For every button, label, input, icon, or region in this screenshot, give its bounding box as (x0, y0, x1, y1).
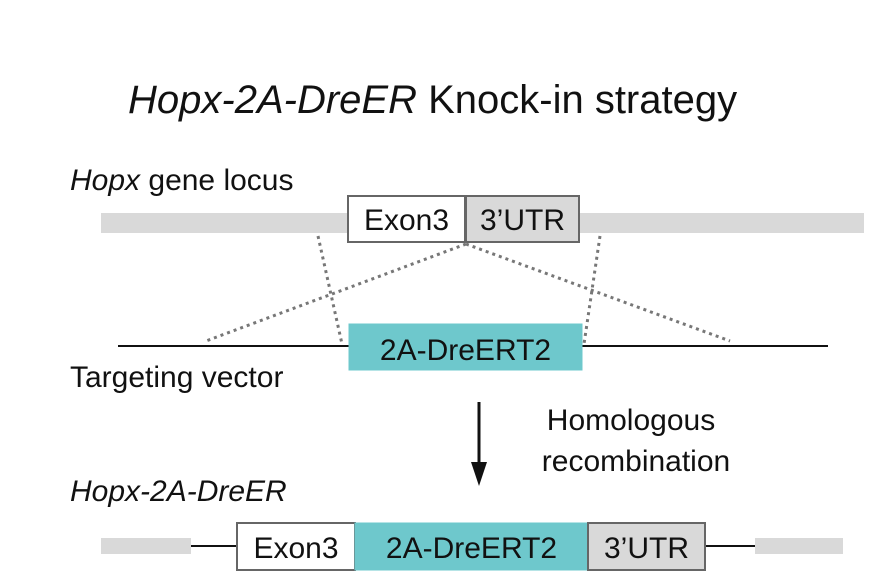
vector-cassette-label: 2A-DreERT2 (380, 334, 551, 367)
title-rest: Knock-in strategy (417, 78, 737, 122)
step-label-line1: Homologous (547, 404, 715, 437)
targeting-vector-label: Targeting vector (70, 361, 283, 394)
locus-exon3-label: Exon3 (364, 204, 449, 237)
title-italic: Hopx-2A-DreER (128, 78, 417, 122)
result-cassette-box (354, 522, 589, 571)
homology-lines (205, 235, 731, 345)
homology-line-left-outer (316, 235, 344, 345)
vector-cassette-box (348, 323, 583, 371)
diagram-title: Hopx-2A-DreER Knock-in strategy (128, 78, 737, 122)
chromosome-bar-result-left (101, 538, 191, 554)
gene-locus-label-italic: Hopx (70, 164, 141, 197)
recombination-arrow-head (471, 462, 487, 486)
locus-utr-box (465, 195, 580, 243)
chromosome-bar-result-right (755, 538, 843, 554)
locus-utr-label: 3’UTR (480, 204, 565, 237)
homology-line-right-inner (465, 242, 731, 343)
gene-locus-label-rest: gene locus (140, 164, 293, 197)
step-label-line2: recombination (542, 445, 730, 478)
result-allele-label: Hopx-2A-DreER (70, 475, 287, 508)
result-exon3-label: Exon3 (253, 532, 338, 565)
result-cassette-label: 2A-DreERT2 (386, 532, 557, 565)
homology-line-left-inner (205, 242, 467, 343)
result-utr-box (587, 522, 706, 571)
gene-locus-label: Hopx gene locus (70, 164, 294, 197)
result-utr-label: 3’UTR (604, 532, 689, 565)
result-exon3-box (236, 522, 356, 571)
